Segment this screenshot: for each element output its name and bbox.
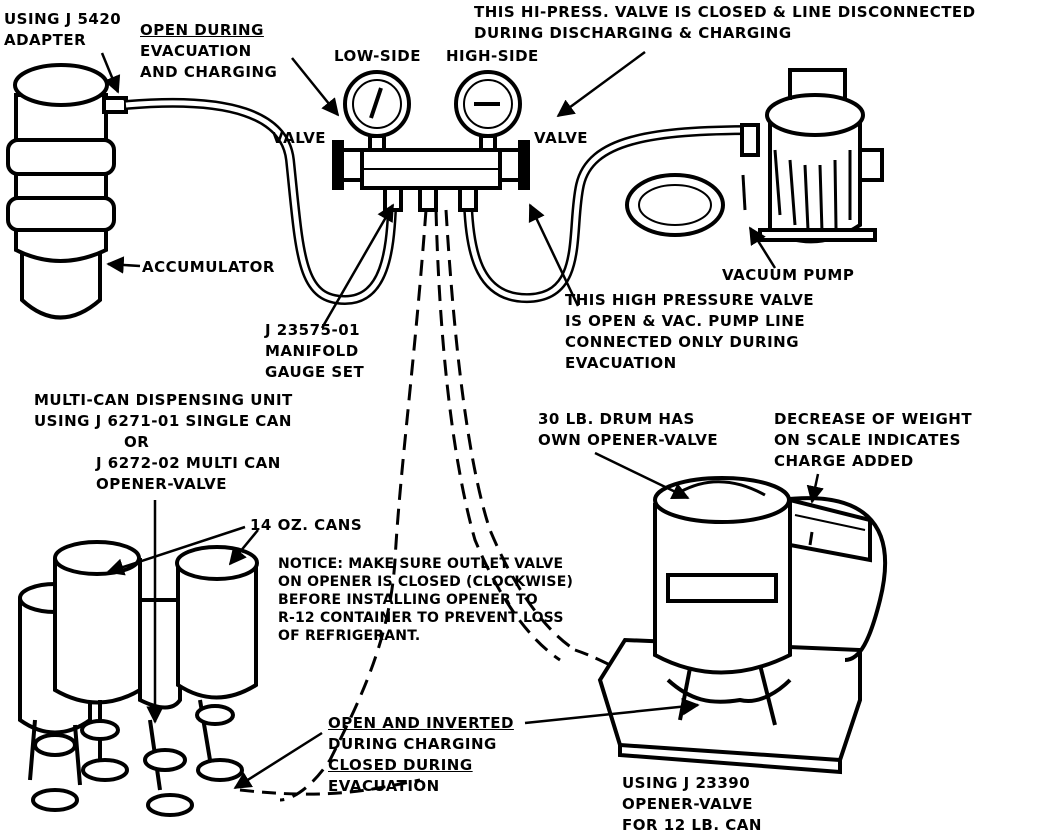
label-hp-valve-line-3: CONNECTED ONLY DURING <box>565 333 800 351</box>
label-adapter-line-1: USING J 5420 <box>4 10 122 28</box>
label-open-during: OPEN DURING EVACUATION AND CHARGING <box>140 20 277 83</box>
label-open-during-line-1: OPEN DURING <box>140 21 264 39</box>
manifold-gauge-set <box>332 70 530 212</box>
label-multi-can-line-5: OPENER-VALVE <box>96 475 228 493</box>
label-drum-line-2: OWN OPENER-VALVE <box>538 431 719 449</box>
label-manifold: J 23575-01 MANIFOLD GAUGE SET <box>265 320 364 383</box>
label-open-inverted-line-4: EVACUATION <box>328 777 440 795</box>
label-accumulator: ACCUMULATOR <box>142 258 275 276</box>
label-multi-can-line-3: OR <box>124 433 150 451</box>
label-open-inverted-line-3: CLOSED DURING <box>328 756 473 774</box>
label-adapter-line-2: ADAPTER <box>4 31 87 49</box>
label-open-inverted-line-1: OPEN AND INVERTED <box>328 714 514 732</box>
label-multi-can-line-2: USING J 6271-01 SINGLE CAN <box>34 412 292 430</box>
label-low-side: LOW-SIDE <box>334 47 421 65</box>
label-notice-line-1: NOTICE: MAKE SURE OUTLET VALVE <box>278 556 564 572</box>
label-hp-valve-open: THIS HIGH PRESSURE VALVE IS OPEN & VAC. … <box>565 290 814 374</box>
label-notice: NOTICE: MAKE SURE OUTLET VALVE ON OPENER… <box>278 555 573 645</box>
label-manifold-line-1: J 23575-01 <box>265 321 361 339</box>
label-valve-right: VALVE <box>534 129 589 147</box>
label-manifold-line-2: MANIFOLD <box>265 342 359 360</box>
vacuum-pump-drawing <box>625 68 884 244</box>
label-opener-12-line-2: OPENER-VALVE <box>622 795 754 813</box>
label-manifold-line-3: GAUGE SET <box>265 363 365 381</box>
label-multi-can-line-4: J 6272-02 MULTI CAN <box>96 454 281 472</box>
label-hp-valve-line-1: THIS HIGH PRESSURE VALVE <box>565 291 815 309</box>
label-open-during-line-2: EVACUATION <box>140 42 252 60</box>
label-opener-12lb: USING J 23390 OPENER-VALVE FOR 12 LB. CA… <box>622 773 762 836</box>
label-multi-can-line-1: MULTI-CAN DISPENSING UNIT <box>34 391 293 409</box>
hoses <box>125 97 756 802</box>
label-hi-press-line-1: THIS HI-PRESS. VALVE IS CLOSED & LINE DI… <box>474 3 976 21</box>
label-adapter: USING J 5420 ADAPTER <box>4 9 121 51</box>
label-notice-line-5: OF REFRIGERANT. <box>278 628 421 644</box>
leader-arrows <box>100 50 824 790</box>
label-high-side: HIGH-SIDE <box>446 47 539 65</box>
label-cans: 14 OZ. CANS <box>250 516 363 534</box>
drum-on-scale <box>597 476 887 775</box>
label-opener-12-line-1: USING J 23390 <box>622 774 751 792</box>
label-valve-left: VALVE <box>272 129 327 147</box>
label-vacuum-pump: VACUUM PUMP <box>722 266 855 284</box>
label-hp-valve-line-4: EVACUATION <box>565 354 677 372</box>
label-decrease-line-2: ON SCALE INDICATES <box>774 431 961 449</box>
label-hi-press-valve: THIS HI-PRESS. VALVE IS CLOSED & LINE DI… <box>474 2 976 44</box>
label-open-inverted: OPEN AND INVERTED DURING CHARGING CLOSED… <box>328 713 514 797</box>
label-hi-press-line-2: DURING DISCHARGING & CHARGING <box>474 24 792 42</box>
label-notice-line-4: R-12 CONTAINER TO PREVENT LOSS <box>278 610 564 626</box>
label-open-during-line-3: AND CHARGING <box>140 63 278 81</box>
label-hp-valve-line-2: IS OPEN & VAC. PUMP LINE <box>565 312 806 330</box>
label-decrease-line-1: DECREASE OF WEIGHT <box>774 410 973 428</box>
label-drum: 30 LB. DRUM HAS OWN OPENER-VALVE <box>538 409 718 451</box>
label-open-inverted-line-2: DURING CHARGING <box>328 735 497 753</box>
multi-can-unit <box>18 540 259 817</box>
label-decrease-line-3: CHARGE ADDED <box>774 452 914 470</box>
label-decrease-weight: DECREASE OF WEIGHT ON SCALE INDICATES CH… <box>774 409 972 472</box>
label-notice-line-3: BEFORE INSTALLING OPENER TO <box>278 592 538 608</box>
accumulator-drawing <box>6 63 131 320</box>
label-notice-line-2: ON OPENER IS CLOSED (CLOCKWISE) <box>278 574 574 590</box>
label-opener-12-line-3: FOR 12 LB. CAN <box>622 816 762 834</box>
label-multi-can: MULTI-CAN DISPENSING UNIT USING J 6271-0… <box>34 390 293 495</box>
label-drum-line-1: 30 LB. DRUM HAS <box>538 410 695 428</box>
